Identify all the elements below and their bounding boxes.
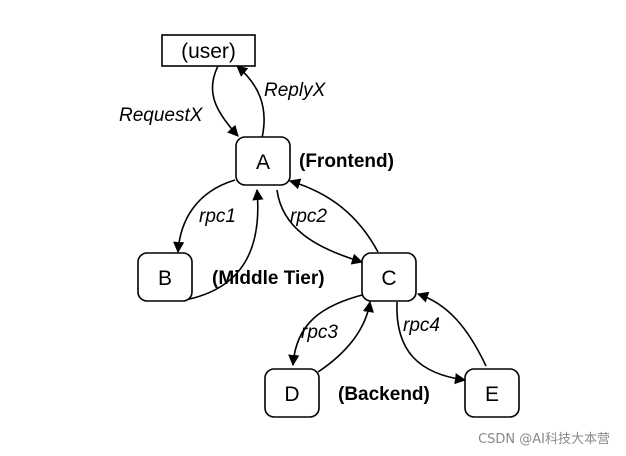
watermark-text: CSDN @AI科技大本营 (478, 432, 610, 447)
node-d: D (264, 368, 320, 418)
edge-label-request: RequestX (119, 105, 204, 126)
node-e-label: E (485, 383, 499, 406)
edge-label-rpc2: rpc2 (290, 206, 327, 227)
edge-reply (236, 65, 265, 139)
edge-c-to-d (288, 293, 367, 367)
edge-c-to-e (396, 301, 467, 385)
edge-label-rpc1: rpc1 (199, 206, 236, 227)
node-b: B (137, 252, 193, 302)
edge-a-to-c (276, 189, 364, 265)
edge-a-to-b (173, 179, 236, 254)
node-c-label: C (381, 267, 396, 290)
edge-c-to-a (288, 178, 379, 253)
node-user: (user) (161, 34, 256, 67)
node-e: E (464, 368, 520, 418)
node-d-label: D (284, 383, 299, 406)
node-b-label: B (158, 267, 172, 290)
edge-request (211, 65, 239, 137)
node-a-label: A (256, 151, 270, 174)
edge-label-reply: ReplyX (264, 80, 327, 101)
tier-label-backend: (Backend) (338, 384, 430, 405)
edge-label-rpc4: rpc4 (403, 315, 440, 336)
node-user-label: (user) (181, 40, 236, 63)
edge-label-rpc3: rpc3 (301, 322, 338, 343)
edge-e-to-c (416, 291, 487, 367)
tier-label-frontend: (Frontend) (299, 151, 394, 172)
edge-b-to-a (184, 188, 264, 301)
edge-d-to-c (317, 300, 374, 373)
tier-label-middle: (Middle Tier) (212, 268, 325, 289)
node-a: A (235, 136, 291, 186)
node-c: C (361, 252, 417, 302)
